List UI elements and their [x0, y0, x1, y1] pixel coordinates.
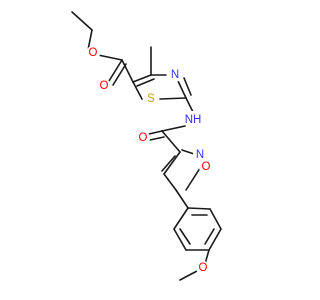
atom-o-amide: O	[136, 131, 150, 145]
structure-drawing: O O S N NH O N O O	[71, 11, 222, 281]
thiazole-ring	[132, 46, 192, 100]
svg-text:O: O	[89, 47, 98, 59]
atom-s-thiazole: S	[144, 92, 158, 106]
svg-text:O: O	[199, 262, 208, 274]
atom-nh-amide: NH	[184, 111, 202, 129]
atom-n-thiazole: N	[168, 68, 182, 82]
atom-n-isoxazole: N	[193, 148, 207, 162]
svg-text:O: O	[100, 80, 109, 92]
svg-text:N: N	[196, 149, 204, 161]
svg-text:S: S	[147, 93, 155, 105]
atom-o-ester: O	[86, 46, 100, 60]
atom-o-methoxy: O	[196, 261, 210, 275]
phenyl-ring	[173, 189, 222, 251]
amide-linker	[148, 97, 194, 141]
molecule-diagram: O O S N NH O N O O	[71, 11, 222, 281]
atom-o-isoxazole: O	[199, 160, 213, 174]
isoxazole-ring	[161, 130, 203, 191]
svg-text:NH: NH	[185, 114, 202, 126]
ethyl-group	[71, 11, 123, 61]
svg-text:N: N	[171, 69, 179, 81]
ester-carbonyl	[108, 59, 134, 86]
svg-text:O: O	[202, 161, 211, 173]
svg-text:O: O	[139, 132, 148, 144]
atom-o-ester-carbonyl: O	[97, 79, 111, 93]
